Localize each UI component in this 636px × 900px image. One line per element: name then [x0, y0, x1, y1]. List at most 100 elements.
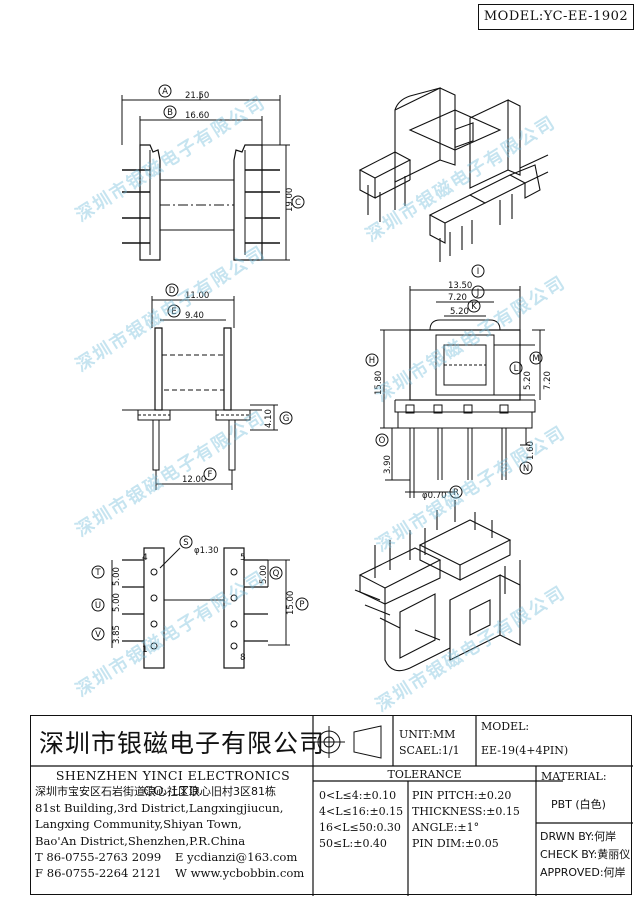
tolerance-row: 50≤L:±0.40 [319, 837, 387, 850]
drawn-by: DRWN BY:何岸 [540, 830, 617, 843]
callout-G [279, 411, 293, 425]
dim-U: 5.00 [112, 593, 122, 612]
callout-I-letter: I [477, 267, 480, 277]
material-label: MATERIAL: [541, 770, 607, 783]
company-name-cn: 深圳市银磁电子有限公司 [39, 729, 326, 758]
dim-S: φ1.30 [194, 546, 219, 556]
tolerance-row: PIN PITCH:±0.20 [412, 789, 512, 802]
callout-R-letter: R [453, 488, 459, 498]
title-block: 深圳市银磁电子有限公司 SHENZHEN YINCI ELECTRONICS C… [30, 715, 633, 896]
callout-Q-letter: Q [273, 569, 280, 579]
tolerance-row: 0<L≤4:±0.10 [319, 789, 397, 802]
pin-label-5: 5 [240, 553, 246, 563]
dim-I: 13.50 [448, 281, 472, 291]
dim-V: 3.85 [112, 625, 122, 644]
side-view: D 11.00 E 9.40 F 12.00 4.10 [122, 283, 293, 490]
callout-E-letter: E [171, 307, 176, 317]
model-label: MODEL:YC-EE-1902 [478, 4, 634, 30]
approved-by: APPROVED:何岸 [540, 866, 626, 879]
callout-C [291, 195, 305, 209]
company-name-en: SHENZHEN YINCI ELECTRONICS CO.,LTD. [55, 768, 291, 798]
projection-symbol-icon [313, 725, 382, 759]
tolerance-length: 0<L≤4:±0.10 4<L≤16:±0.15 16<L≤50:0.30 50… [319, 788, 407, 852]
callout-I [471, 264, 485, 278]
tolerance-row: ANGLE:±1° [412, 821, 480, 834]
callout-Q [269, 566, 283, 580]
dim-H: 15.80 [374, 371, 384, 395]
dim-P: 15.00 [286, 591, 296, 615]
fax: F 86-0755-2264 2121 [35, 866, 162, 881]
dim-K: 5.20 [450, 307, 469, 317]
telephone: T 86-0755-2763 2099 [35, 849, 162, 864]
material-value: PBT (白色) [551, 798, 606, 811]
callout-C-letter: C [295, 198, 301, 208]
callout-L [509, 361, 523, 375]
dim-M: 7.20 [543, 371, 553, 390]
dim-R: φ0.70 [422, 491, 447, 501]
email: E ycdianzi@163.com [175, 849, 298, 864]
callout-T-letter: T [94, 568, 101, 578]
callout-K [467, 299, 481, 313]
dim-F: 12.00 [182, 475, 206, 485]
callout-S [179, 535, 193, 549]
tolerance-title: TOLERANCE [387, 768, 462, 781]
callout-P [295, 597, 309, 611]
callout-V [91, 627, 105, 641]
callout-S-letter: S [183, 538, 188, 548]
scale: SCAEL:1/1 [399, 744, 460, 757]
website: W www.ycbobbin.com [175, 866, 305, 881]
isometric-view-top [358, 87, 549, 262]
pin-label-1: 1 [142, 645, 148, 655]
callout-M [529, 351, 543, 365]
dim-N: 1.60 [526, 441, 536, 460]
dim-Q: 5.00 [259, 565, 269, 584]
callout-H-letter: H [369, 356, 375, 366]
model-value: EE-19(4+4PIN) [481, 744, 569, 757]
dim-T: 5.00 [112, 567, 122, 586]
callout-J [471, 285, 485, 299]
callout-D [165, 283, 179, 297]
callout-J-letter: J [476, 288, 480, 298]
tolerance-row: PIN DIM:±0.05 [412, 837, 499, 850]
callout-N [519, 461, 533, 475]
callout-A [158, 84, 172, 98]
dim-G: 4.10 [264, 409, 274, 428]
callout-U-letter: U [95, 601, 101, 611]
callout-B-letter: B [167, 108, 173, 118]
address-en-line: Bao'An District,Shenzhen,P.R.China [35, 833, 246, 848]
technical-drawing: A 21.50 B 16.60 [91, 84, 553, 672]
callout-A-letter: A [162, 87, 168, 97]
callout-F [203, 467, 217, 481]
dim-L: 5.20 [523, 371, 533, 390]
dim-J: 7.20 [448, 293, 467, 303]
address-en-line: 81st Building,3rd District,Langxingjiucu… [35, 801, 284, 816]
dim-E: 9.40 [185, 311, 204, 321]
callout-O-letter: O [379, 436, 386, 446]
callout-V-letter: V [95, 630, 101, 640]
callout-U [91, 598, 105, 612]
company-address: 深圳市宝安区石岩街道浪心社区浪心旧村3区81栋 81st Building,3r… [35, 784, 311, 881]
address-cn: 深圳市宝安区石岩街道浪心社区浪心旧村3区81栋 [35, 785, 276, 798]
unit: UNIT:MM [399, 728, 456, 741]
address-en-line: Langxing Community,Shiyan Town, [35, 817, 242, 832]
dim-A: 21.50 [185, 91, 209, 101]
checked-by: CHECK BY:黄丽仪 [540, 848, 631, 861]
dim-O: 3.90 [383, 455, 393, 474]
callout-F-letter: F [208, 470, 213, 480]
callout-P-letter: P [299, 600, 304, 610]
model-field-label: MODEL: [481, 720, 530, 733]
pin-label-4: 4 [142, 553, 148, 563]
callout-L-letter: L [514, 364, 519, 374]
bottom-view: 4 1 5 8 S φ1.30 5.00 T 5.00 U 3.85 V 5.0… [91, 535, 309, 669]
callout-K-letter: K [471, 302, 477, 312]
callout-T [91, 565, 105, 579]
dim-C: 19.00 [285, 188, 295, 212]
callout-D-letter: D [169, 286, 176, 296]
tolerance-row: THICKNESS:±0.15 [412, 805, 520, 818]
callout-E [167, 304, 181, 318]
pin-label-8: 8 [240, 653, 246, 663]
callout-R [449, 485, 463, 499]
title-block-grid [31, 716, 633, 896]
tolerance-row: 4<L≤16:±0.15 [319, 805, 404, 818]
